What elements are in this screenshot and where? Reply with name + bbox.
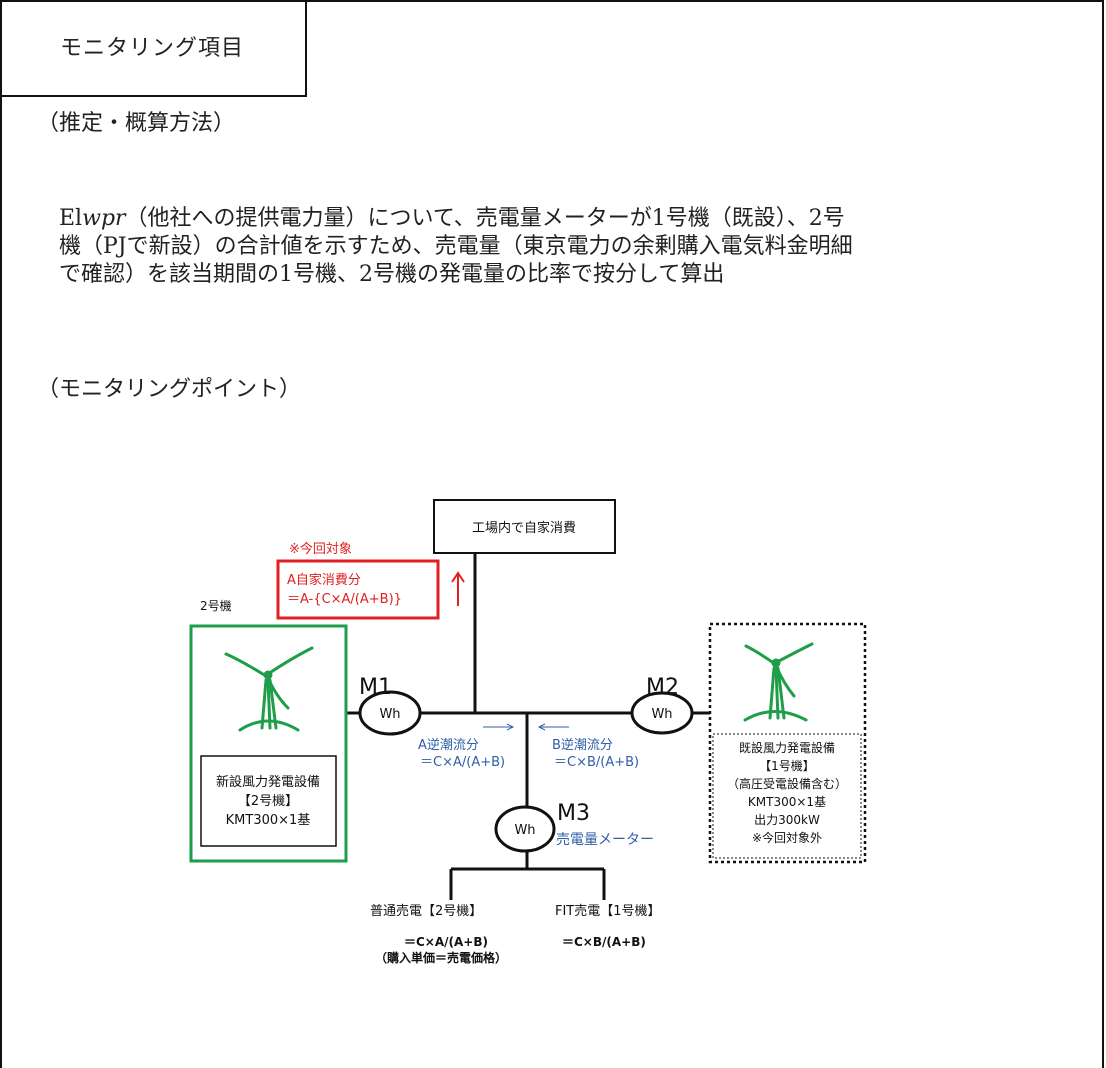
existing-facility-line-4: KMT300×1基 [748,795,826,809]
normal-sale-formula: ＝C×A/(A+B) [404,935,488,949]
fit-sale-formula: ＝C×B/(A+B) [562,935,646,949]
section-method-heading: （推定・概算方法） [37,111,236,136]
self-consumption-arrowhead [451,571,465,583]
new-turbine-icon [224,646,314,732]
existing-facility-label-box [712,733,862,859]
sales-meter-label: 売電量メーター [556,832,654,848]
paragraph-line-1-text: （他社への提供電力量）について、売電量メーターが1号機（既設）、2号 [125,206,845,231]
existing-facility-line-2: 【1号機】 [759,758,815,773]
paragraph-line-3: で確認）を該当期間の1号機、2号機の発電量の比率で按分して算出 [59,262,725,287]
new-facility-line-1: 新設風力発電設備 [216,774,320,790]
new-facility-line-3: KMT300×1基 [226,813,311,828]
meter-m3 [494,805,556,853]
reverse-b-arrowhead [537,723,546,731]
reverse-a-label: A逆潮流分 [418,737,479,753]
reverse-a-arrowhead [506,723,515,731]
existing-facility-line-3: （高圧受電設備含む） [727,776,847,791]
self-consumption-label: A自家消費分 [287,572,361,588]
meter-m3-label: M3 [557,801,590,826]
existing-turbine-icon [743,642,814,722]
paragraph-line-1: Elwpr（他社への提供電力量）について、売電量メーターが1号機（既設）、2号 [59,205,1069,233]
meter-m1 [358,690,422,736]
self-consumption-box [276,559,440,620]
meter-m2 [630,691,694,735]
factory-box [433,499,616,554]
paragraph-italic: wpr [82,206,126,231]
meter-m2-label: M2 [646,675,679,700]
reverse-a-formula: ＝C×A/(A+B) [420,755,505,770]
title-box: モニタリング項目 [0,0,307,97]
fit-sale-label: FIT売電【1号機】 [555,903,661,919]
section-points-heading: （モニタリングポイント） [37,377,302,402]
meter-m1-wh: Wh [379,707,400,722]
self-consumption-formula: ＝A-{C×A/(A+B)} [287,592,402,607]
reverse-b-label: B逆潮流分 [552,737,613,753]
reverse-b-formula: ＝C×B/(A+B) [554,755,639,770]
page-title: モニタリング項目 [60,36,245,61]
new-facility-label-box [200,755,337,847]
description-paragraph: Elwpr（他社への提供電力量）について、売電量メーターが1号機（既設）、2号 … [59,205,1069,289]
existing-facility-line-5: 出力300kW [754,813,820,827]
factory-label: 工場内で自家消費 [472,520,576,536]
unit2-label: 2号機 [200,598,232,613]
normal-sale-price: （購入単価＝売電価格） [375,950,507,965]
target-note: ※今回対象 [289,541,352,557]
meter-m3-wh: Wh [514,823,535,838]
meter-m2-wh: Wh [651,707,672,722]
existing-facility-line-1: 既設風力発電設備 [739,740,835,755]
existing-facility-line-6: ※今回対象外 [752,830,822,845]
paragraph-line-2: 機（PJで新設）の合計値を示すため、売電量（東京電力の余剰購入電気料金明細 [59,234,853,259]
normal-sale-label: 普通売電【2号機】 [370,903,482,919]
new-facility-line-2: 【2号機】 [238,794,298,809]
paragraph-prefix: El [59,206,83,231]
meter-m1-label: M1 [359,675,392,700]
